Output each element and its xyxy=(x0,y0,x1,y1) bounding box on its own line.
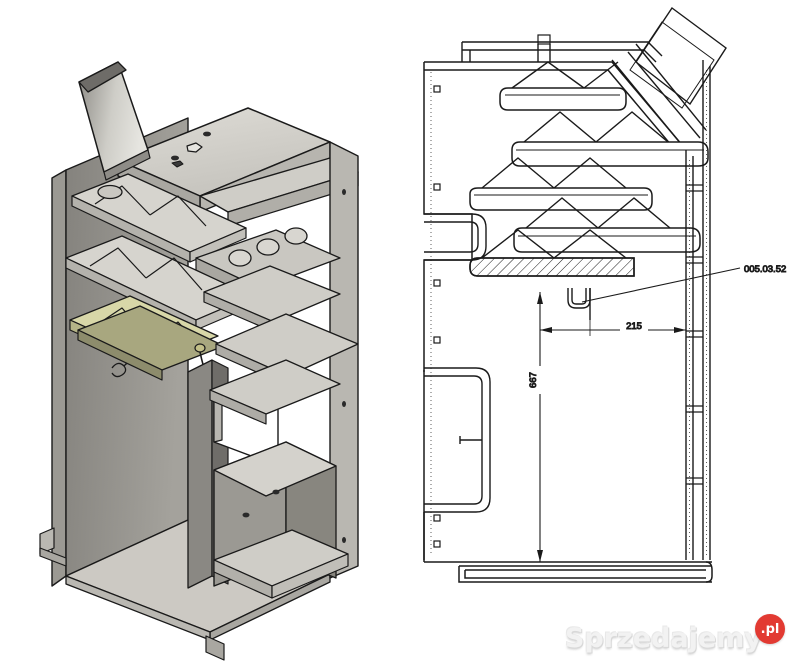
baffle-plate-1 xyxy=(499,61,627,111)
baffle-plate-2 xyxy=(511,111,709,167)
door-upper-ledge xyxy=(209,359,341,425)
base-foot-bracket xyxy=(39,527,67,567)
water-jacket-tie-bars xyxy=(686,184,703,485)
left-inlet-pocket xyxy=(424,213,487,261)
left-lower-pocket xyxy=(424,367,491,513)
right-wall-panel xyxy=(329,141,359,579)
isometric-view xyxy=(39,61,359,661)
baffle-plate-5-hatched xyxy=(469,229,635,277)
watermark: Sprzedajemy .pl xyxy=(565,614,785,654)
dimension-215-text: 215 xyxy=(626,321,642,332)
burner-pocket-bracket xyxy=(567,288,591,320)
base-foot-bracket-right xyxy=(205,635,225,661)
flue-outlet-square xyxy=(629,6,727,109)
watermark-text: Sprzedajemy xyxy=(565,623,762,654)
upper-baffle-shelf xyxy=(71,173,247,263)
bottom-base-channel xyxy=(424,561,713,583)
water-jacket-right xyxy=(685,60,711,560)
section-view: 215 667 005.03.52 xyxy=(423,6,787,583)
part-label-text: 005.03.52 xyxy=(744,264,786,275)
dimension-667-text: 667 xyxy=(528,372,539,388)
part-label-leader: 005.03.52 xyxy=(581,264,787,303)
door-bottom-shelf xyxy=(213,529,349,599)
right-extension-shelf xyxy=(203,265,341,333)
dimension-667: 667 xyxy=(528,292,543,562)
dimension-215: 215 xyxy=(540,318,686,333)
back-left-wall xyxy=(51,169,67,587)
watermark-badge: .pl xyxy=(755,614,785,644)
left-wall-markers xyxy=(433,85,441,548)
jacket-dotted-centerline xyxy=(689,70,707,556)
top-header-channel xyxy=(461,34,663,63)
flue-chimney-stack xyxy=(78,61,151,181)
baffle-plate-4 xyxy=(513,197,701,253)
